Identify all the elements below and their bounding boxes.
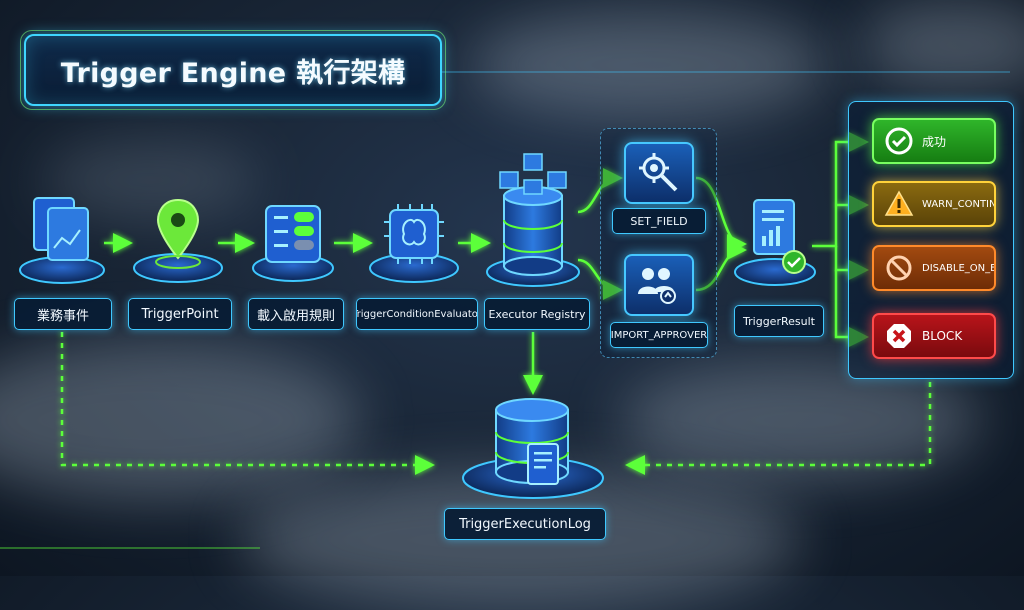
node-label: TriggerExecutionLog xyxy=(459,516,591,532)
users-upload-icon xyxy=(638,268,676,304)
result-success: 成功 xyxy=(872,118,996,164)
node-label: TriggerConditionEvaluator xyxy=(356,308,478,320)
check-circle-icon xyxy=(885,127,913,155)
dashed-event-to-log xyxy=(60,332,435,475)
node-label: 業務事件 xyxy=(36,308,89,324)
x-octagon-icon xyxy=(887,324,911,348)
warning-triangle-icon xyxy=(884,190,914,216)
node-label: TriggerPoint xyxy=(141,306,219,322)
set-field-tile xyxy=(624,142,694,204)
result-disable-on-error: DISABLE_ON_ERROR xyxy=(872,245,996,291)
title-panel: Trigger Engine 執行架構 xyxy=(20,30,446,110)
node-set-field: SET_FIELD xyxy=(612,208,706,234)
node-label: 載入啟用規則 xyxy=(256,308,335,324)
node-evaluator: TriggerConditionEvaluator xyxy=(356,298,478,330)
page-title: Trigger Engine 執行架構 xyxy=(60,57,406,89)
result-warn-continue: WARN_CONTINUE xyxy=(872,181,996,227)
arrow-registry-to-setfield xyxy=(577,168,623,214)
node-trigger-point: TriggerPoint xyxy=(128,298,232,330)
arrow-import-to-result xyxy=(695,240,747,292)
node-label: IMPORT_APPROVER xyxy=(610,329,708,341)
result-label: BLOCK xyxy=(922,329,963,343)
node-execution-log: TriggerExecutionLog xyxy=(444,508,606,540)
node-label: Executor Registry xyxy=(488,307,586,321)
node-label: TriggerResult xyxy=(743,314,815,328)
import-approver-tile xyxy=(624,254,694,316)
result-label: 成功 xyxy=(922,134,947,149)
result-block: BLOCK xyxy=(872,313,996,359)
node-trigger-result: TriggerResult xyxy=(734,305,824,337)
dashed-result-to-log xyxy=(625,382,932,475)
node-business-event: 業務事件 xyxy=(14,298,112,330)
architecture-diagram: Trigger Engine 執行架構 xyxy=(0,30,1014,549)
node-executor-registry: Executor Registry xyxy=(484,298,590,330)
node-import-approver: IMPORT_APPROVER xyxy=(610,322,708,348)
result-label: DISABLE_ON_ERROR xyxy=(922,262,996,274)
node-label: SET_FIELD xyxy=(630,214,688,228)
arrow-registry-to-import xyxy=(577,258,623,300)
node-load-rules: 載入啟用規則 xyxy=(248,298,344,330)
result-label: WARN_CONTINUE xyxy=(922,198,996,210)
prohibited-icon xyxy=(886,255,912,281)
gear-wrench-icon xyxy=(639,153,678,192)
